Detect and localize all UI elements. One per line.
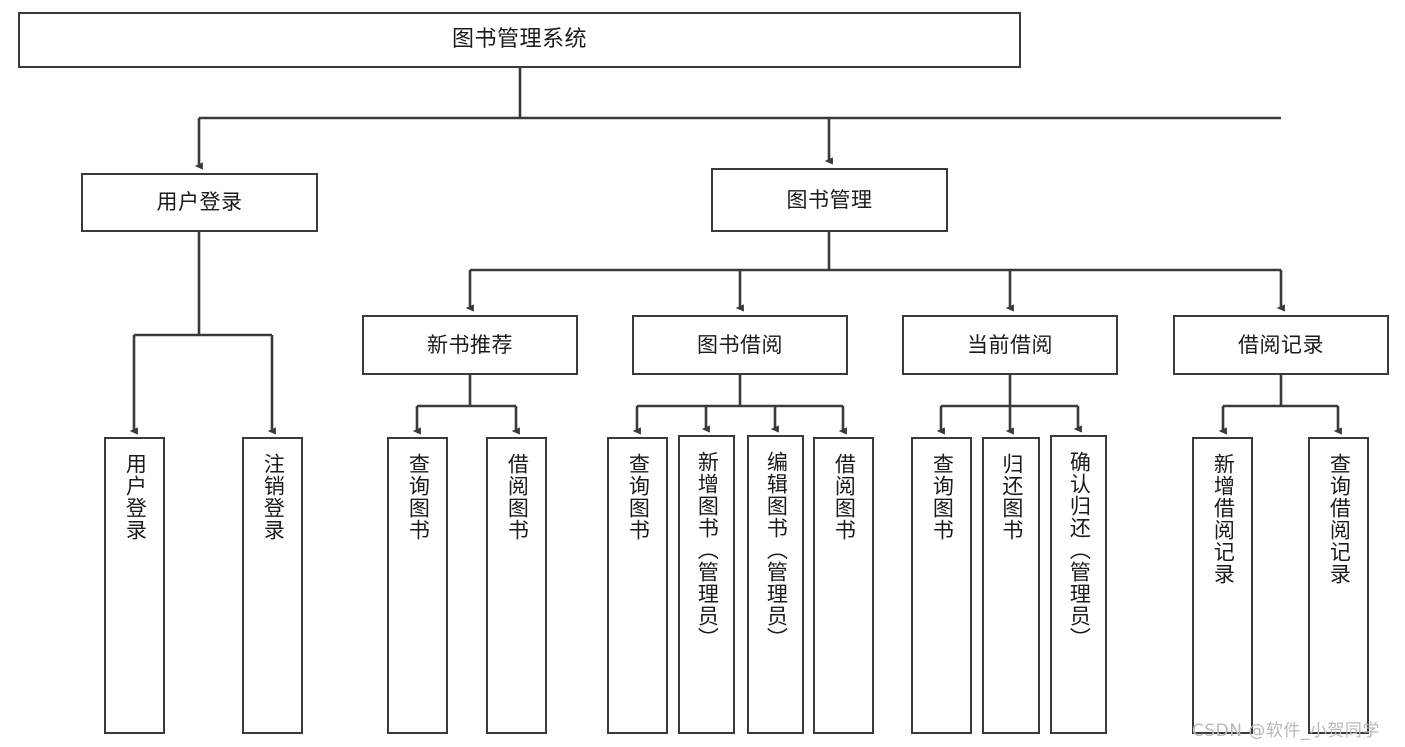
node-borrow-record[interactable]: 借阅记录 (1173, 315, 1389, 375)
node-book-manage-label: 图书管理 (786, 187, 873, 212)
leaf-recommend-borrow-book[interactable]: 借阅图书 (486, 437, 547, 734)
node-root-label: 图书管理系统 (451, 27, 587, 53)
leaf-current-confirm-return[interactable]: 确认归还（管理员） (1050, 435, 1107, 734)
leaf-logout-label: 注销登录 (261, 453, 286, 541)
node-new-book-recommend-label: 新书推荐 (427, 332, 513, 357)
leaf-borrow-query-book[interactable]: 查询图书 (607, 437, 668, 734)
csdn-watermark: CSDN @软件_小贺同学 (1192, 721, 1380, 741)
leaf-record-query-label: 查询借阅记录 (1327, 453, 1352, 585)
leaf-record-add[interactable]: 新增借阅记录 (1192, 437, 1253, 734)
node-book-borrow[interactable]: 图书借阅 (632, 315, 848, 375)
leaf-current-confirm-return-label: 确认归还（管理员） (1067, 451, 1092, 649)
leaf-borrow-edit-book-label: 编辑图书（管理员） (764, 451, 789, 649)
leaf-borrow-borrow-book[interactable]: 借阅图书 (813, 437, 874, 734)
leaf-borrow-edit-book[interactable]: 编辑图书（管理员） (747, 435, 804, 734)
node-borrow-record-label: 借阅记录 (1238, 332, 1324, 357)
node-new-book-recommend[interactable]: 新书推荐 (362, 315, 578, 375)
leaf-recommend-query-book[interactable]: 查询图书 (387, 437, 448, 734)
node-book-manage[interactable]: 图书管理 (711, 168, 948, 232)
leaf-record-query[interactable]: 查询借阅记录 (1308, 437, 1369, 734)
node-current-borrow[interactable]: 当前借阅 (902, 315, 1118, 375)
node-user-login[interactable]: 用户登录 (81, 173, 318, 232)
node-root[interactable]: 图书管理系统 (18, 12, 1021, 68)
leaf-user-login-label: 用户登录 (123, 453, 148, 541)
leaf-borrow-query-book-label: 查询图书 (626, 453, 651, 541)
node-book-borrow-label: 图书借阅 (697, 332, 783, 357)
leaf-borrow-add-book[interactable]: 新增图书（管理员） (678, 435, 735, 734)
leaf-borrow-add-book-label: 新增图书（管理员） (695, 451, 720, 649)
leaf-logout[interactable]: 注销登录 (242, 437, 303, 734)
node-user-login-label: 用户登录 (156, 190, 243, 215)
leaf-recommend-query-book-label: 查询图书 (406, 453, 431, 541)
leaf-current-query-book-label: 查询图书 (930, 453, 955, 541)
leaf-current-return-book[interactable]: 归还图书 (982, 437, 1040, 734)
leaf-record-add-label: 新增借阅记录 (1211, 453, 1236, 585)
node-current-borrow-label: 当前借阅 (967, 332, 1053, 357)
leaf-current-return-book-label: 归还图书 (999, 453, 1024, 541)
leaf-user-login[interactable]: 用户登录 (104, 437, 165, 734)
leaf-recommend-borrow-book-label: 借阅图书 (505, 453, 530, 541)
leaf-current-query-book[interactable]: 查询图书 (911, 437, 972, 734)
leaf-borrow-borrow-book-label: 借阅图书 (832, 453, 857, 541)
